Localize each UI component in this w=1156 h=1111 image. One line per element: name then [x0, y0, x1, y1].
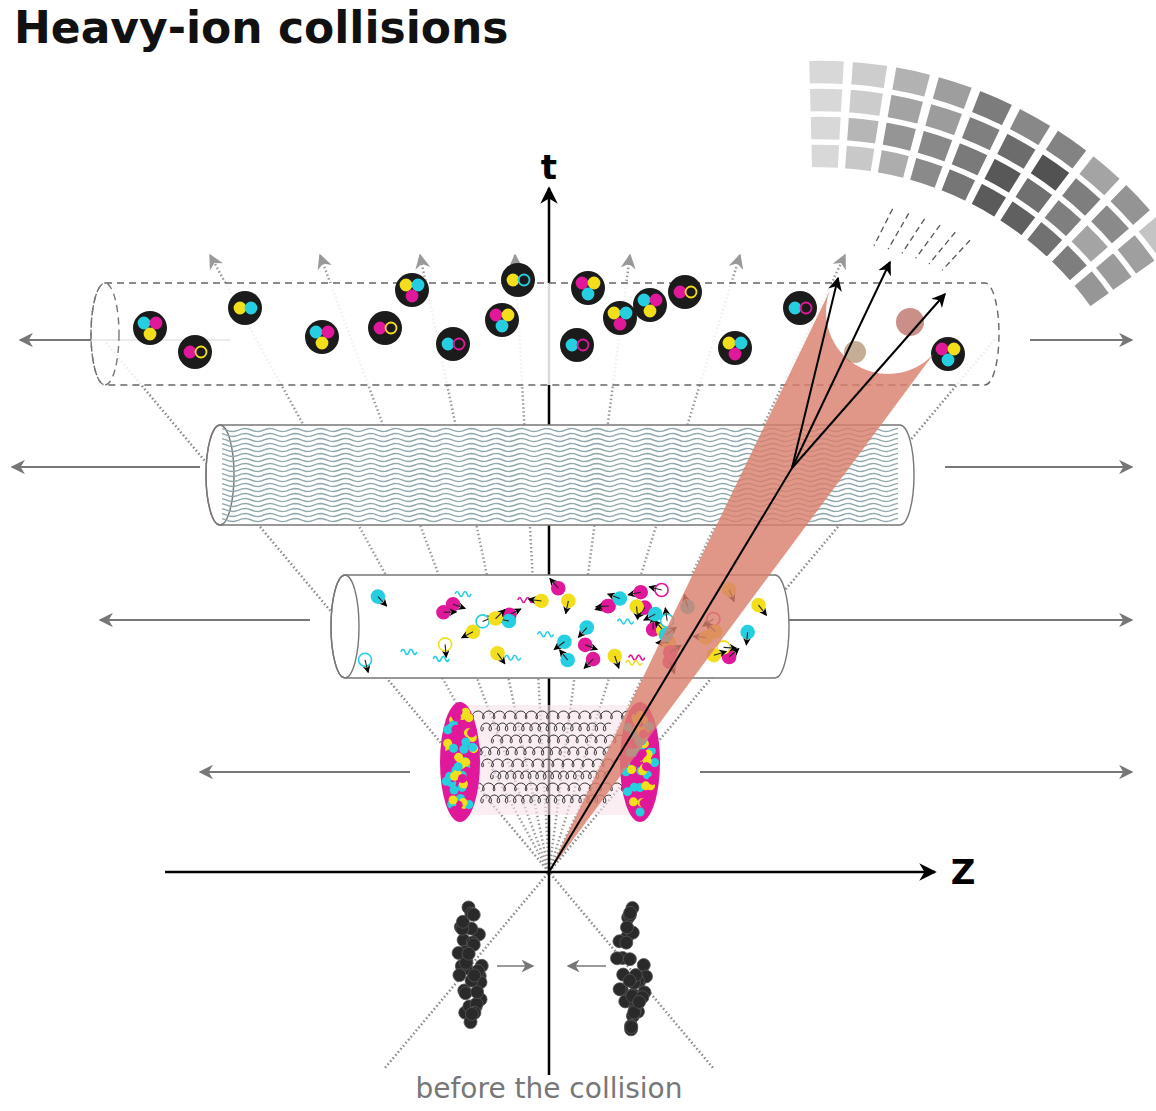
motion-arrow — [568, 965, 606, 967]
hadron — [485, 303, 519, 337]
hadron — [783, 291, 817, 325]
expansion-arrow — [12, 466, 200, 468]
jet-cone — [549, 262, 945, 872]
expansion-arrow — [200, 771, 410, 773]
hadron — [228, 291, 262, 325]
hadron — [931, 337, 965, 371]
axis-label: Z — [951, 852, 976, 892]
nucleus — [610, 902, 652, 1036]
illustration — [12, 60, 1156, 1075]
hadron — [305, 320, 339, 354]
nucleus — [452, 901, 488, 1029]
expansion-arrow — [785, 619, 1132, 621]
hadron — [571, 271, 605, 305]
hadron — [633, 288, 667, 322]
motion-arrow — [497, 965, 533, 967]
axis-label: t — [541, 147, 557, 187]
calorimeter — [808, 60, 1156, 307]
stage-label: before the collision — [416, 1072, 683, 1105]
hadron — [133, 311, 167, 345]
hadron — [436, 327, 470, 361]
hadron — [368, 311, 402, 345]
title: Heavy-ion collisions — [14, 2, 509, 53]
hadron — [603, 301, 637, 335]
hadron — [395, 273, 429, 307]
hadron — [668, 275, 702, 309]
hadron — [718, 331, 752, 365]
expansion-arrow — [1030, 339, 1132, 341]
expansion-arrow — [945, 466, 1132, 468]
expansion-arrow — [700, 771, 1132, 773]
hadron — [178, 335, 212, 369]
hadron — [560, 328, 594, 362]
expansion-arrow — [100, 619, 310, 621]
hadron — [501, 263, 535, 297]
